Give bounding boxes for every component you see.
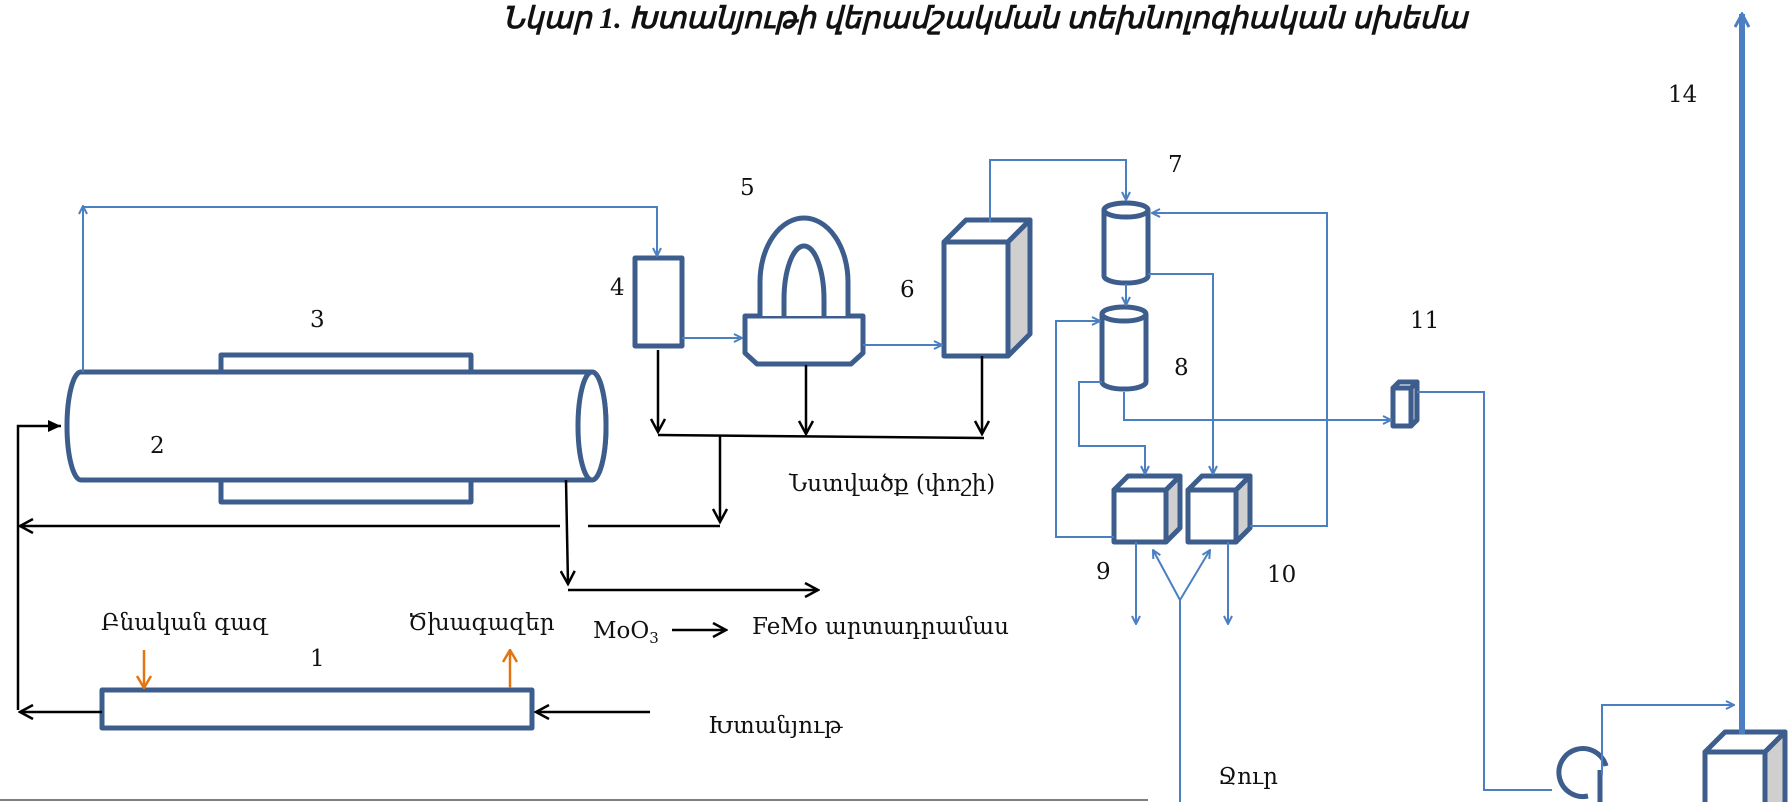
kiln-end-cap	[575, 369, 609, 483]
fuel-flow-lines	[144, 650, 510, 688]
label-num-11: 11	[1410, 308, 1439, 334]
label-num-4: 4	[610, 275, 625, 301]
unit-11-box	[1390, 379, 1420, 429]
label-num-9: 9	[1096, 559, 1111, 585]
label-natural-gas: Բնական գազ	[101, 610, 269, 636]
unit-1-furnace	[99, 687, 535, 731]
unit-2-kiln	[64, 369, 609, 483]
label-water: Ջուր	[1218, 764, 1278, 790]
label-femo-workshop: FeMo արտադրամաս	[752, 614, 1009, 640]
label-num-6: 6	[900, 277, 915, 303]
label-moo3: MoO3	[593, 618, 659, 647]
unit-4-box	[632, 255, 685, 349]
label-num-8: 8	[1174, 355, 1189, 381]
solid-flow-lines	[16, 350, 984, 712]
gas-flow-lines	[83, 159, 1734, 802]
label-num-14: 14	[1668, 82, 1697, 108]
stack-base-cube	[1702, 729, 1788, 802]
unit-5-arch-inner	[781, 243, 827, 316]
fan-icon	[1556, 746, 1609, 802]
label-num-10: 10	[1267, 562, 1296, 588]
label-num-2: 2	[150, 433, 165, 459]
unit-8-cylinder	[1099, 304, 1149, 392]
label-num-5: 5	[740, 175, 755, 201]
label-concentrate: Խտանյութ	[708, 713, 843, 739]
label-num-7: 7	[1168, 152, 1183, 178]
diagram-title: Նկար 1. Խտանյութի վերամշակման տեխնոլոգիա…	[503, 2, 1471, 35]
unit-9-cube	[1111, 473, 1183, 545]
unit-10-cube	[1185, 473, 1253, 545]
label-num-1: 1	[310, 646, 325, 672]
unit-6-cube	[941, 217, 1033, 359]
label-moo3-subscript: 3	[649, 629, 659, 647]
unit-7-cylinder	[1101, 200, 1151, 286]
unit-5-arch-base	[742, 313, 866, 367]
label-flue-gas: Ծխագազեր	[408, 610, 555, 636]
label-dust: Նստվածք (փոշի)	[788, 471, 995, 497]
label-num-3: 3	[310, 307, 325, 333]
